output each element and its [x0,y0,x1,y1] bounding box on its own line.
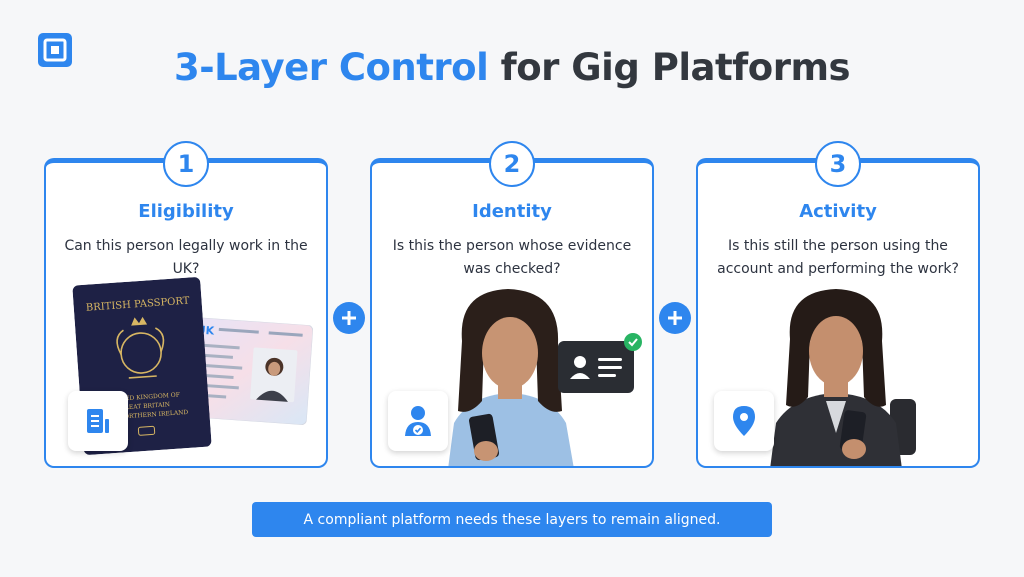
step-badge-2: 2 [489,141,535,187]
location-pin-icon [714,391,774,451]
card-question: Is this still the person using the accou… [717,238,959,277]
check-icon [624,333,642,351]
id-card-image: UK [182,316,314,426]
card-title: Eligibility [138,201,234,222]
passport-line-3: GREAT BRITAIN [119,401,170,412]
title-rest: for Gig Platforms [488,46,851,89]
card-title: Identity [472,201,552,222]
step-badge-3: 3 [815,141,861,187]
card-activity: Activity Is this still the person using … [696,158,980,468]
passport-line-2: UNITED KINGDOM OF [108,391,180,403]
footer-banner: A compliant platform needs these layers … [252,502,772,537]
plus-icon [659,302,691,334]
verified-user-icon [388,391,448,451]
card-identity: Identity Is this the person whose eviden… [370,158,654,468]
step-badge-1: 1 [163,141,209,187]
id-card-badge [558,341,634,393]
card-question: Can this person legally work in the UK? [64,238,308,277]
plus-icon [333,302,365,334]
card-eligibility: Eligibility Can this person legally work… [44,158,328,468]
brand-logo-icon [38,33,72,67]
title-accent: 3-Layer Control [173,46,489,89]
person-photo [770,289,916,466]
page-title: 3-Layer Control for Gig Platforms [0,46,1024,89]
card-question: Is this the person whose evidence was ch… [392,238,632,277]
card-title: Activity [799,201,877,222]
document-icon [68,391,128,451]
person-photo [448,289,574,466]
